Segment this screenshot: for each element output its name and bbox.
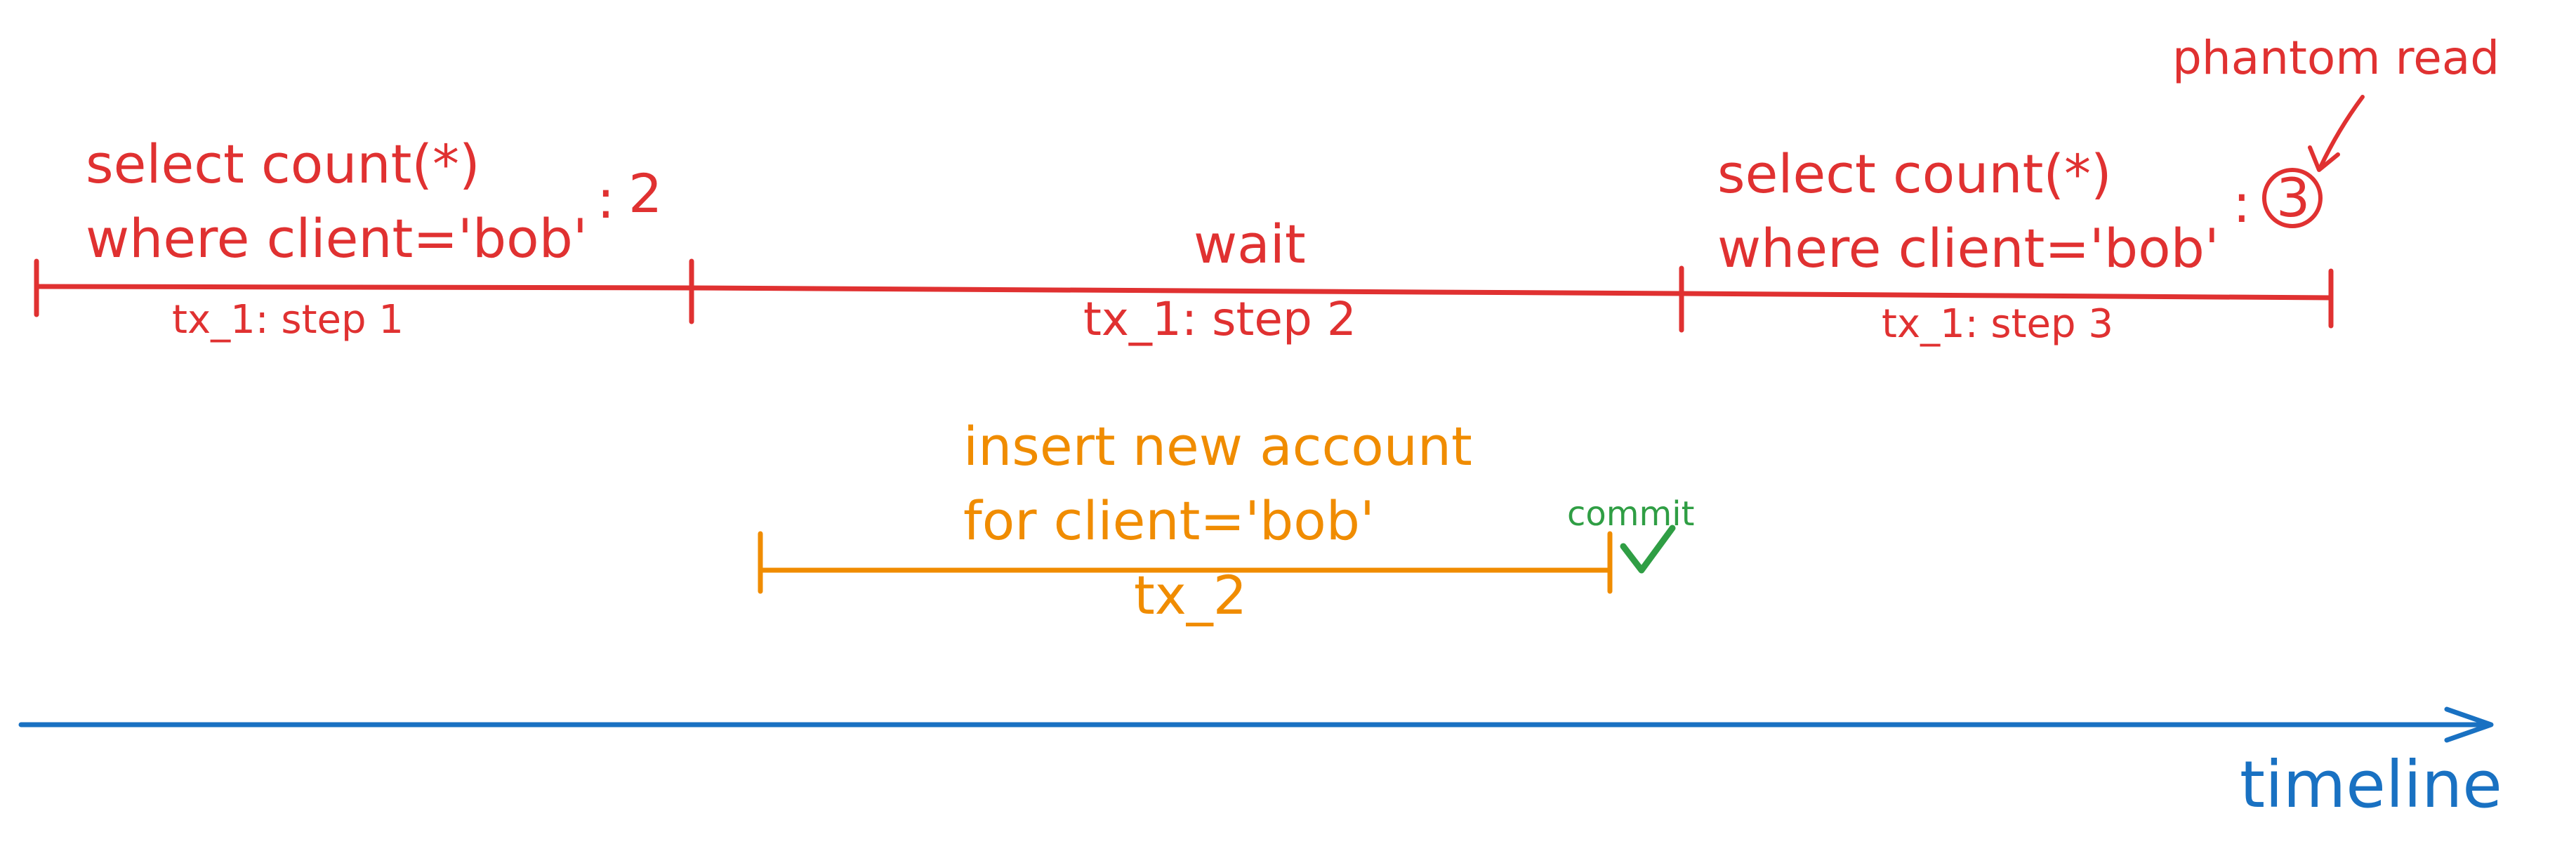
phantom-read-arrowhead (2308, 145, 2340, 172)
step3-query-line1: select count(*) (1717, 143, 2112, 205)
tx2-action-line1: insert new account (963, 415, 1472, 478)
tx2-action-line2: for client='bob' (963, 489, 1375, 552)
timeline-label: timeline (2240, 747, 2502, 822)
step3-result-separator: : (2233, 172, 2251, 235)
step3-result-value: 3 (2276, 166, 2311, 229)
step1-label: tx_1: step 1 (172, 297, 404, 343)
step2-action: wait (1194, 213, 1306, 275)
step1-query-line2: where client='bob' (86, 207, 588, 270)
step1-result-separator: : (597, 168, 615, 230)
check-icon (1620, 525, 1676, 574)
result-highlight-circle (2262, 168, 2323, 228)
step1-query-line1: select count(*) (86, 133, 480, 195)
phantom-read-arrow (2318, 95, 2365, 169)
tx1-segment-line (34, 284, 2334, 301)
phantom-read-annotation: phantom read (2172, 31, 2500, 85)
step3-query-line2: where client='bob' (1717, 217, 2219, 279)
commit-label: commit (1567, 494, 1695, 534)
step2-label: tx_1: step 2 (1083, 292, 1356, 346)
tx2-label: tx_2 (1134, 564, 1248, 626)
timeline-arrowhead (2444, 706, 2494, 743)
step1-result-value: 2 (628, 162, 663, 225)
step3-label: tx_1: step 3 (1882, 301, 2113, 347)
